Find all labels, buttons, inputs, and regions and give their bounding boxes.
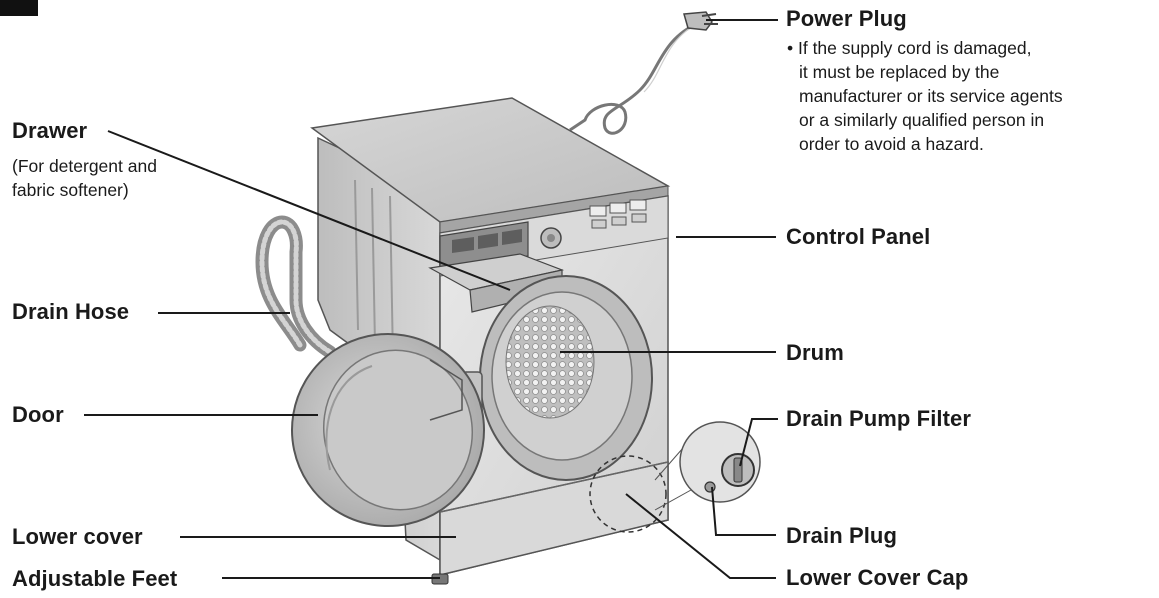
power-plug-note-line-1: • If the supply cord is damaged, xyxy=(787,38,1032,58)
label-adjustable-feet: Adjustable Feet xyxy=(12,566,178,591)
drawer-note-line-2: fabric softener) xyxy=(12,180,129,200)
power-plug-icon xyxy=(683,11,718,31)
label-door: Door xyxy=(12,402,64,427)
door-icon xyxy=(291,333,485,527)
label-drain-pump-filter: Drain Pump Filter xyxy=(786,406,972,431)
label-power-plug: Power Plug xyxy=(786,6,907,31)
label-lower-cover: Lower cover xyxy=(12,524,143,549)
lower-cover-cap-highlight xyxy=(589,455,667,533)
label-control-panel: Control Panel xyxy=(786,224,931,249)
label-lower-cover-cap: Lower Cover Cap xyxy=(786,565,969,590)
power-plug-note-line-4: or a similarly qualified person in xyxy=(799,110,1045,130)
control-panel-buttons-icon xyxy=(540,199,647,249)
leader-lines xyxy=(84,19,778,579)
power-plug-note-line-3: manufacturer or its service agents xyxy=(799,86,1063,106)
corner-tab xyxy=(0,0,38,16)
power-plug-note-line-2: it must be replaced by the xyxy=(799,62,1000,82)
drain-plug-icon xyxy=(704,481,716,493)
detergent-drawer-icon xyxy=(428,221,565,313)
power-plug-note-line-5: order to avoid a hazard. xyxy=(799,134,984,154)
label-drain-hose: Drain Hose xyxy=(12,299,130,324)
drum-perforations xyxy=(505,305,595,419)
drain-pump-filter-icon xyxy=(721,453,755,487)
drawer-note-line-1: (For detergent and xyxy=(12,156,157,176)
power-cord xyxy=(569,20,701,135)
label-drum: Drum xyxy=(786,340,844,365)
label-drawer: Drawer xyxy=(12,118,88,143)
label-drain-plug: Drain Plug xyxy=(786,523,898,548)
